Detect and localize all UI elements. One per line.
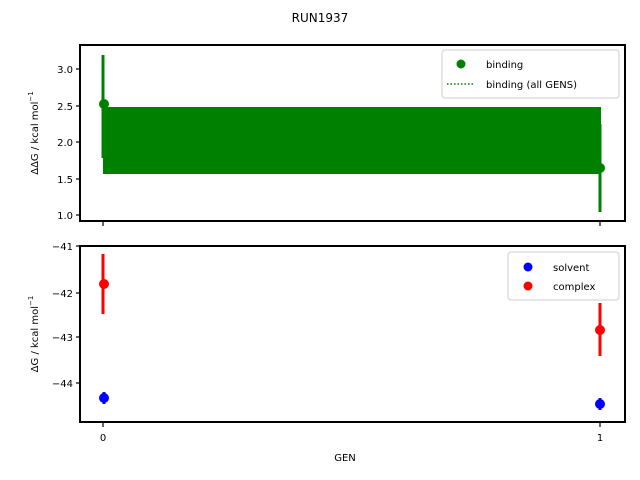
top-y-ticks: 3.0 2.5 2.0 1.5 1.0 [57,65,80,222]
bottom-xlabel: GEN [334,453,356,464]
bottom-y-ticks: −41 −42 −43 −44 [52,242,80,390]
solvent-point-gen0 [99,393,109,403]
complex-point-gen0 [99,279,109,289]
bottom-axes-frame [79,245,626,423]
bottom-ytick-label: −42 [52,289,73,300]
bottom-xtick-label: 0 [100,433,106,444]
bottom-axes: −41 −42 −43 −44 0 1 GEN ΔG / kcal mol−1 … [27,242,626,464]
legend-binding-label: binding [486,60,523,71]
binding-point-gen1 [595,163,605,173]
top-axes-frame [79,44,626,222]
top-ytick-label: 1.0 [57,211,73,222]
figure-title: RUN1937 [292,11,349,25]
bottom-legend: solvent complex [507,251,620,301]
top-axes: 3.0 2.5 2.0 1.5 1.0 ΔΔG / kcal mol−1 bin… [27,44,626,226]
top-ytick-label: 3.0 [57,65,73,76]
legend-complex-marker-icon [523,281,533,291]
legend-binding-marker-icon [456,59,466,69]
top-ytick-label: 2.0 [57,138,73,149]
bottom-xtick-label: 1 [597,433,603,444]
bottom-ylabel: ΔG / kcal mol−1 [27,296,41,373]
top-ytick-label: 1.5 [57,175,73,186]
binding-point-gen0 [99,99,109,109]
bottom-ytick-label: −41 [52,242,73,253]
top-ylabel: ΔΔG / kcal mol−1 [27,91,41,175]
legend-solvent-marker-icon [523,262,533,272]
bottom-ytick-label: −43 [52,333,73,344]
top-ytick-label: 2.5 [57,102,73,113]
legend-binding-all-gens-label: binding (all GENS) [486,80,577,91]
binding-all-gens-band [103,107,601,174]
complex-point-gen1 [595,325,605,335]
top-legend: binding binding (all GENS) [441,49,620,99]
legend-complex-label: complex [553,282,595,293]
solvent-point-gen1 [595,399,605,409]
legend-solvent-label: solvent [553,263,590,274]
bottom-ytick-label: −44 [52,379,73,390]
